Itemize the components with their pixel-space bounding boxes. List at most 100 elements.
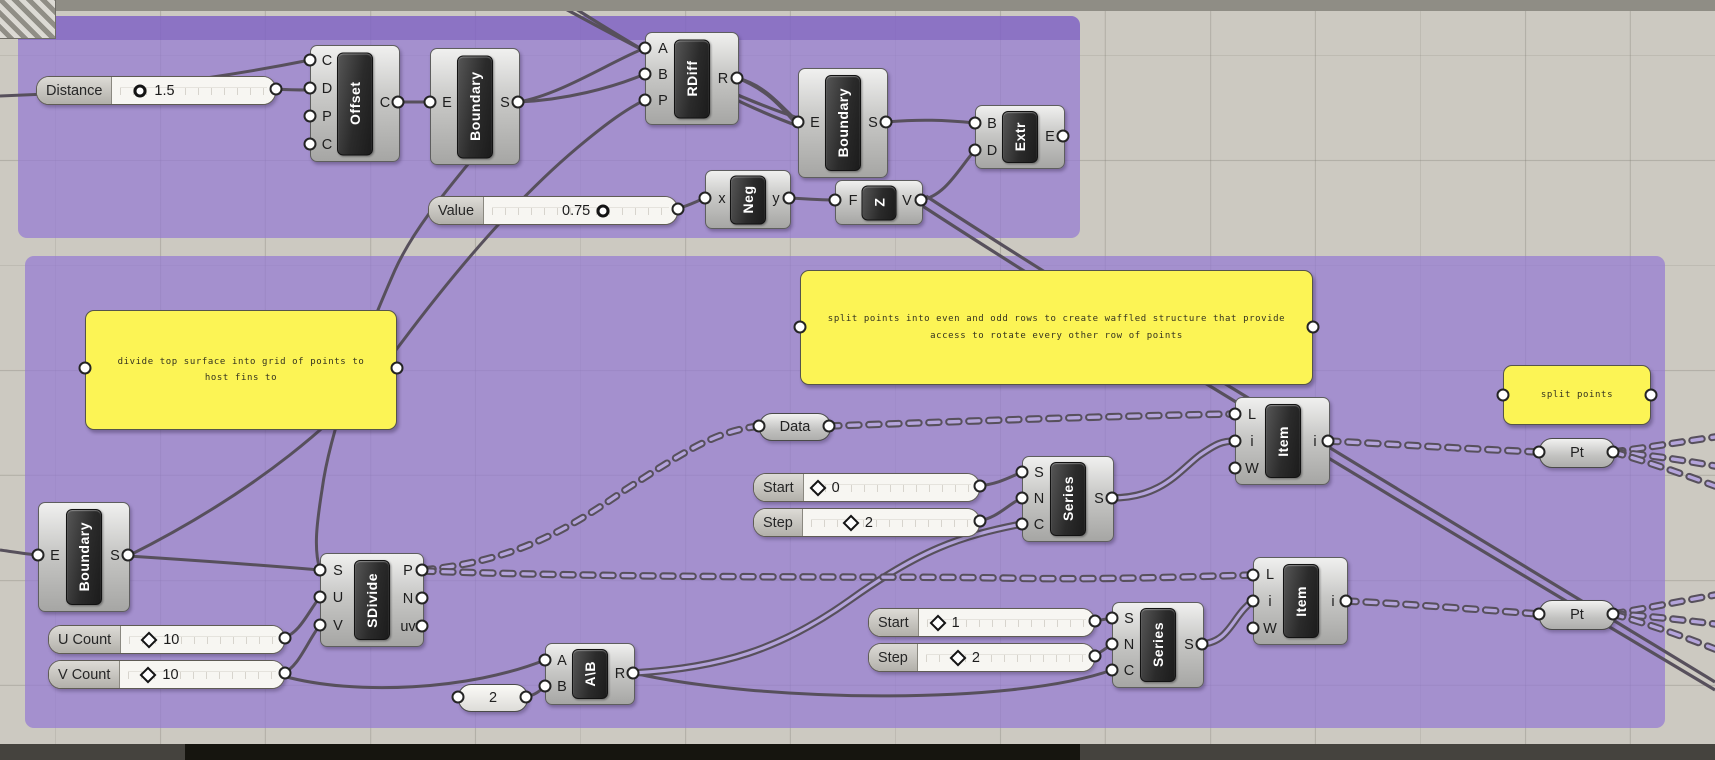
boundary-component-2[interactable]: E S Boundary — [798, 68, 888, 178]
port-in[interactable] — [303, 81, 317, 95]
port-in[interactable] — [303, 109, 317, 123]
port-out[interactable] — [391, 95, 405, 109]
slider-track[interactable]: 10 — [120, 661, 284, 688]
port-in[interactable] — [1246, 568, 1260, 582]
negative-component[interactable]: x y Neg — [705, 170, 791, 229]
distance-slider[interactable]: Distance 1.5 — [36, 76, 276, 105]
slider-track[interactable]: 1.5 — [112, 77, 275, 104]
port-in[interactable] — [1105, 637, 1119, 651]
pt-relay-2[interactable]: Pt — [1539, 600, 1615, 630]
slider-track[interactable]: 2 — [802, 509, 979, 536]
port-out[interactable] — [1105, 491, 1119, 505]
start-slider-odd[interactable]: Start 1 — [868, 608, 1095, 637]
port-in[interactable] — [31, 548, 45, 562]
port-in[interactable] — [828, 193, 842, 207]
port-in[interactable] — [1015, 491, 1029, 505]
port-out[interactable] — [782, 191, 796, 205]
port-in[interactable] — [1015, 517, 1029, 531]
port-out[interactable] — [914, 193, 928, 207]
offset-component[interactable]: C D P C C Offset — [310, 45, 400, 162]
port-out[interactable] — [1606, 607, 1620, 621]
data-relay[interactable]: Data — [759, 413, 831, 441]
port-out[interactable] — [730, 71, 744, 85]
slider-track[interactable]: 2 — [917, 644, 1094, 671]
port-in[interactable] — [313, 563, 327, 577]
port-out[interactable] — [278, 631, 292, 645]
note-panel-divide[interactable]: divide top surface into grid of points t… — [85, 310, 397, 430]
port-in[interactable] — [638, 41, 652, 55]
port-out[interactable] — [1339, 594, 1353, 608]
port-in[interactable] — [423, 95, 437, 109]
port-in[interactable] — [1228, 461, 1242, 475]
port-in[interactable] — [968, 143, 982, 157]
port-in[interactable] — [1532, 607, 1546, 621]
slider-track[interactable]: 0.75 — [484, 197, 677, 224]
rdiff-component[interactable]: A B P R RDiff — [645, 32, 739, 125]
value-panel-2[interactable]: 2 — [458, 684, 528, 712]
slider-knob[interactable] — [929, 614, 947, 631]
port-out[interactable] — [822, 419, 836, 433]
port-out[interactable] — [1056, 129, 1070, 143]
slider-knob[interactable] — [140, 631, 158, 648]
port-out[interactable] — [671, 202, 685, 216]
item-component-1[interactable]: L i W i Item — [1235, 397, 1330, 485]
note-panel-split[interactable]: split points — [1503, 365, 1651, 425]
v-count-slider[interactable]: V Count 10 — [48, 660, 285, 689]
port-out[interactable] — [973, 479, 987, 493]
slider-knob[interactable] — [139, 666, 157, 683]
port-in[interactable] — [638, 67, 652, 81]
port-in[interactable] — [1105, 663, 1119, 677]
port-in[interactable] — [1532, 445, 1546, 459]
port-out[interactable] — [390, 361, 404, 375]
port-in[interactable] — [1246, 594, 1260, 608]
port-in[interactable] — [1496, 388, 1510, 402]
port-in[interactable] — [698, 191, 712, 205]
port-out[interactable] — [415, 591, 429, 605]
start-slider-even[interactable]: Start 0 — [753, 473, 980, 502]
sdivide-component[interactable]: S U V P N uv SDivide — [320, 553, 424, 647]
port-out[interactable] — [626, 666, 640, 680]
slider-track[interactable]: 1 — [918, 609, 1094, 636]
port-in[interactable] — [78, 361, 92, 375]
port-in[interactable] — [1246, 621, 1260, 635]
port-in[interactable] — [313, 590, 327, 604]
port-in[interactable] — [303, 53, 317, 67]
port-in[interactable] — [538, 653, 552, 667]
series-component-2[interactable]: S N C S Series — [1112, 602, 1204, 688]
slider-track[interactable]: 10 — [121, 626, 284, 653]
boundary-component-1[interactable]: E S Boundary — [430, 48, 520, 165]
port-in[interactable] — [1015, 465, 1029, 479]
port-in[interactable] — [538, 679, 552, 693]
step-slider-even[interactable]: Step 2 — [753, 508, 980, 537]
value-slider[interactable]: Value 0.75 — [428, 196, 678, 225]
u-count-slider[interactable]: U Count 10 — [48, 625, 285, 654]
port-in[interactable] — [752, 419, 766, 433]
slider-knob[interactable] — [842, 514, 860, 531]
port-out[interactable] — [269, 82, 283, 96]
port-in[interactable] — [1105, 611, 1119, 625]
port-out[interactable] — [1321, 434, 1335, 448]
slider-knob[interactable] — [949, 649, 967, 666]
port-out[interactable] — [415, 619, 429, 633]
port-in[interactable] — [638, 93, 652, 107]
item-component-2[interactable]: L i W i Item — [1253, 557, 1348, 645]
port-in[interactable] — [451, 690, 465, 704]
port-out[interactable] — [519, 690, 533, 704]
port-out[interactable] — [1088, 614, 1102, 628]
port-out[interactable] — [1306, 320, 1320, 334]
port-in[interactable] — [313, 618, 327, 632]
port-out[interactable] — [278, 666, 292, 680]
port-out[interactable] — [1606, 445, 1620, 459]
port-out[interactable] — [1644, 388, 1658, 402]
port-out[interactable] — [1195, 637, 1209, 651]
port-in[interactable] — [791, 115, 805, 129]
slider-knob[interactable] — [596, 204, 610, 217]
port-in[interactable] — [968, 116, 982, 130]
port-out[interactable] — [511, 95, 525, 109]
port-in[interactable] — [793, 320, 807, 334]
port-out[interactable] — [121, 548, 135, 562]
slider-track[interactable]: 0 — [803, 474, 979, 501]
slider-knob[interactable] — [133, 84, 147, 97]
pt-relay-1[interactable]: Pt — [1539, 438, 1615, 468]
